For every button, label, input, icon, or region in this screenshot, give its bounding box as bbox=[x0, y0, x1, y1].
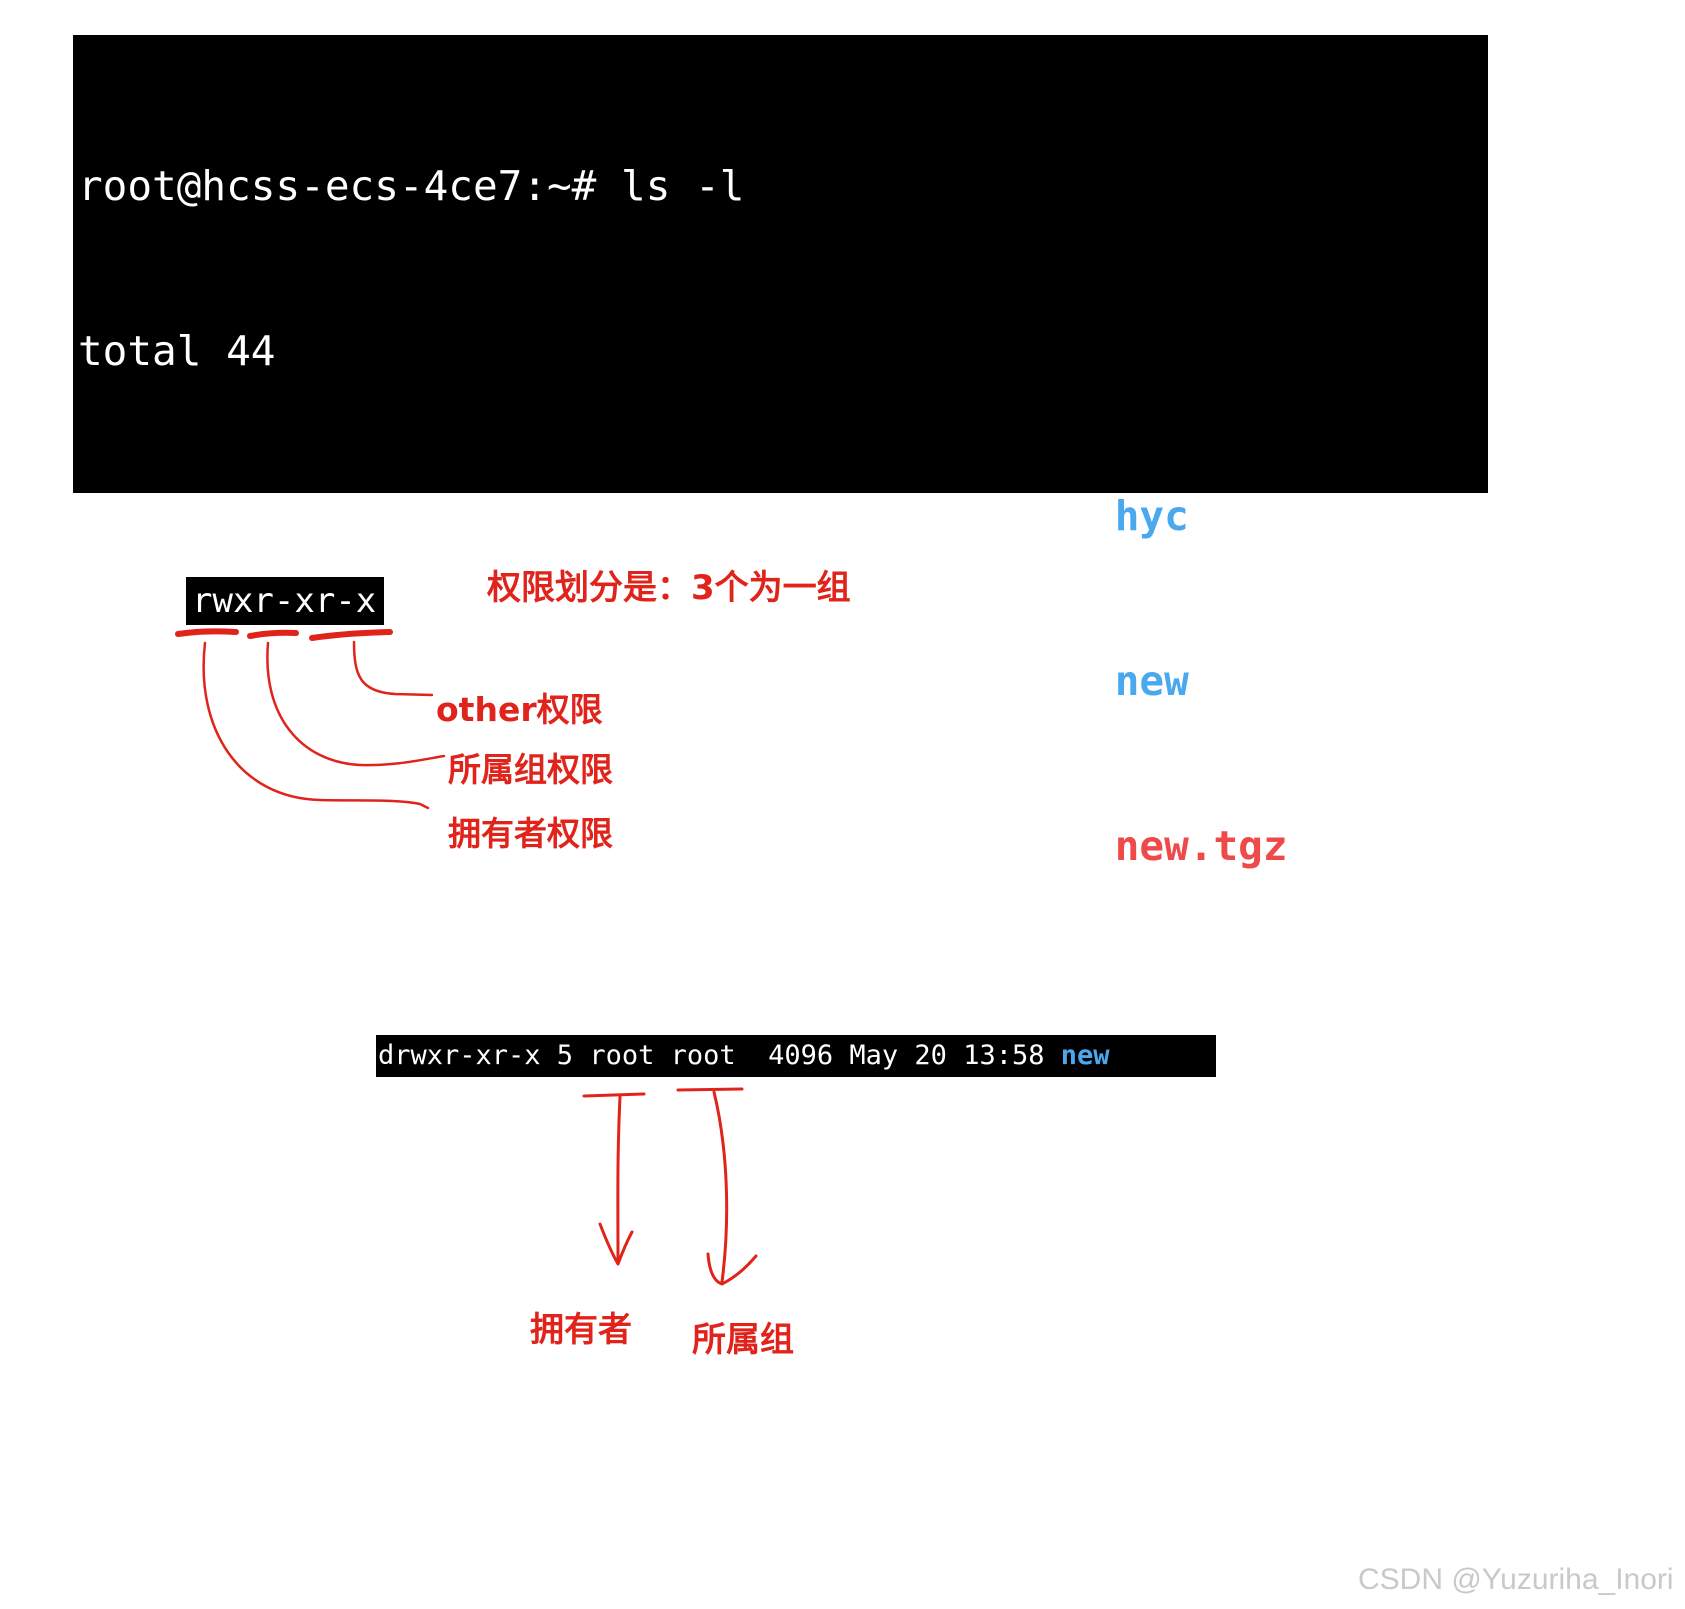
listing-row-info: -rw-r--r-- 1 root root 22902 May 18 11:5… bbox=[78, 987, 1115, 1035]
listing-row-name: new.txt bbox=[1114, 987, 1288, 1035]
connector-group bbox=[266, 641, 446, 767]
connector-other bbox=[352, 640, 434, 697]
prompt-line: root@hcss-ecs-4ce7:~# ls -l bbox=[78, 162, 745, 210]
listing-row: -rw-r--r-- 1 root root 181 May 20 21:46 … bbox=[78, 819, 1312, 874]
permission-example-box: rwxr-xr-x bbox=[186, 577, 384, 625]
listing-row-info: -rw-r--r-- 1 root root 13 May 20 12:40 bbox=[78, 1317, 1115, 1365]
annotation-title: 权限划分是：3个为一组 bbox=[487, 568, 851, 608]
listing-row: -rw-r--r-- 1 root root 13 May 20 12:40 y… bbox=[78, 1314, 1312, 1369]
listing-row-name: you.txt bbox=[1114, 1317, 1288, 1365]
owner-arrow-head bbox=[598, 1222, 634, 1266]
listing-row-name: temp.txt bbox=[1114, 1152, 1313, 1200]
permission-example-text: rwxr-xr-x bbox=[192, 581, 377, 621]
listing-row: drwxr-xr-x 3 root root 4096 May 20 21:01… bbox=[78, 489, 1312, 544]
listing-row-name: new.tgz bbox=[1114, 822, 1288, 870]
annotation-owner-permission: 拥有者权限 bbox=[448, 814, 613, 853]
listing-row: -rw-r--r-- 1 root root 20 May 20 20:41 t… bbox=[78, 1149, 1312, 1204]
watermark: CSDN @Yuzuriha_Inori bbox=[1358, 1563, 1674, 1596]
listing-row-info: drwxr-xr-x 5 root root 4096 May 20 13:58 bbox=[78, 657, 1115, 705]
underline-group bbox=[247, 629, 299, 639]
detail-row-box: drwxr-xr-x 5 root root 4096 May 20 13:58… bbox=[376, 1035, 1216, 1077]
annotation-other-permission: other权限 bbox=[436, 690, 603, 729]
owner-bracket bbox=[582, 1092, 646, 1098]
group-arrow-head bbox=[706, 1252, 758, 1286]
detail-row-text: drwxr-xr-x 5 root root 4096 May 20 13:58… bbox=[378, 1038, 1110, 1074]
underline-other bbox=[309, 629, 393, 641]
listing-row-info: -rw-r--r-- 1 root root 20 May 20 20:41 bbox=[78, 1152, 1115, 1200]
annotation-group: 所属组 bbox=[692, 1320, 794, 1360]
total-line: total 44 bbox=[78, 327, 276, 375]
listing-row-info: -rw-r--r-- 1 root root 181 May 20 21:46 bbox=[78, 822, 1115, 870]
group-arrow-line bbox=[712, 1090, 729, 1284]
listing-row-info: drwxr-xr-x 3 root root 4096 May 20 21:01 bbox=[78, 492, 1115, 540]
annotation-owner: 拥有者 bbox=[530, 1310, 632, 1350]
listing-row-name: hyc bbox=[1114, 492, 1189, 540]
listing-row: drwxr-xr-x 5 root root 4096 May 20 13:58… bbox=[78, 654, 1312, 709]
connector-owner bbox=[202, 641, 430, 810]
detail-row-name: new bbox=[1060, 1040, 1110, 1071]
owner-arrow-line bbox=[616, 1094, 622, 1264]
detail-row-info: drwxr-xr-x 5 root root 4096 May 20 13:58 bbox=[378, 1040, 1061, 1071]
listing-row-name: new bbox=[1114, 657, 1189, 705]
terminal-output: root@hcss-ecs-4ce7:~# ls -l total 44 drw… bbox=[78, 49, 1312, 1479]
annotation-group-permission: 所属组权限 bbox=[448, 750, 613, 789]
terminal-window: root@hcss-ecs-4ce7:~# ls -l total 44 drw… bbox=[73, 35, 1488, 1365]
group-bracket bbox=[676, 1087, 744, 1092]
listing-row: -rw-r--r-- 1 root root 22902 May 18 11:5… bbox=[78, 984, 1312, 1039]
underline-owner bbox=[175, 628, 239, 637]
